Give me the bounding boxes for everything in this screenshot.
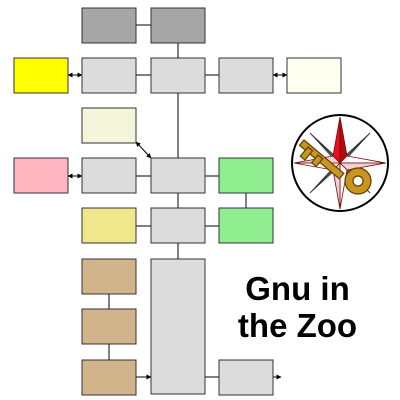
box-tan-1 (81, 258, 137, 295)
box-top-left (81, 7, 137, 44)
box-bottom-right (218, 359, 274, 396)
emblem-key (298, 139, 372, 195)
box-row4-center (150, 157, 206, 194)
box-pink (13, 157, 69, 194)
compass-key-emblem-icon (291, 114, 389, 212)
box-cream (286, 57, 342, 94)
box-tall (150, 258, 206, 395)
box-green-bottom (218, 207, 274, 244)
box-green-top (218, 157, 274, 194)
diagram-title: Gnu in the Zoo (205, 270, 390, 344)
box-row2-center (150, 57, 206, 94)
box-row2-right (218, 57, 274, 94)
box-yellow (13, 57, 69, 94)
box-row5-center (150, 207, 206, 244)
box-tan-2 (81, 308, 137, 345)
connector-beige-diagonal (135, 141, 152, 159)
box-beige (81, 107, 137, 144)
connectors (67, 24, 288, 380)
box-khaki (81, 207, 137, 244)
title-line-2: the Zoo (237, 307, 358, 344)
box-row4-left (81, 157, 137, 194)
emblem-red-star (293, 116, 387, 210)
boxes (13, 7, 342, 396)
box-top-right (150, 7, 206, 44)
box-row2-left (81, 57, 137, 94)
title-line-1: Gnu in (245, 270, 350, 307)
box-tan-3 (81, 359, 137, 396)
